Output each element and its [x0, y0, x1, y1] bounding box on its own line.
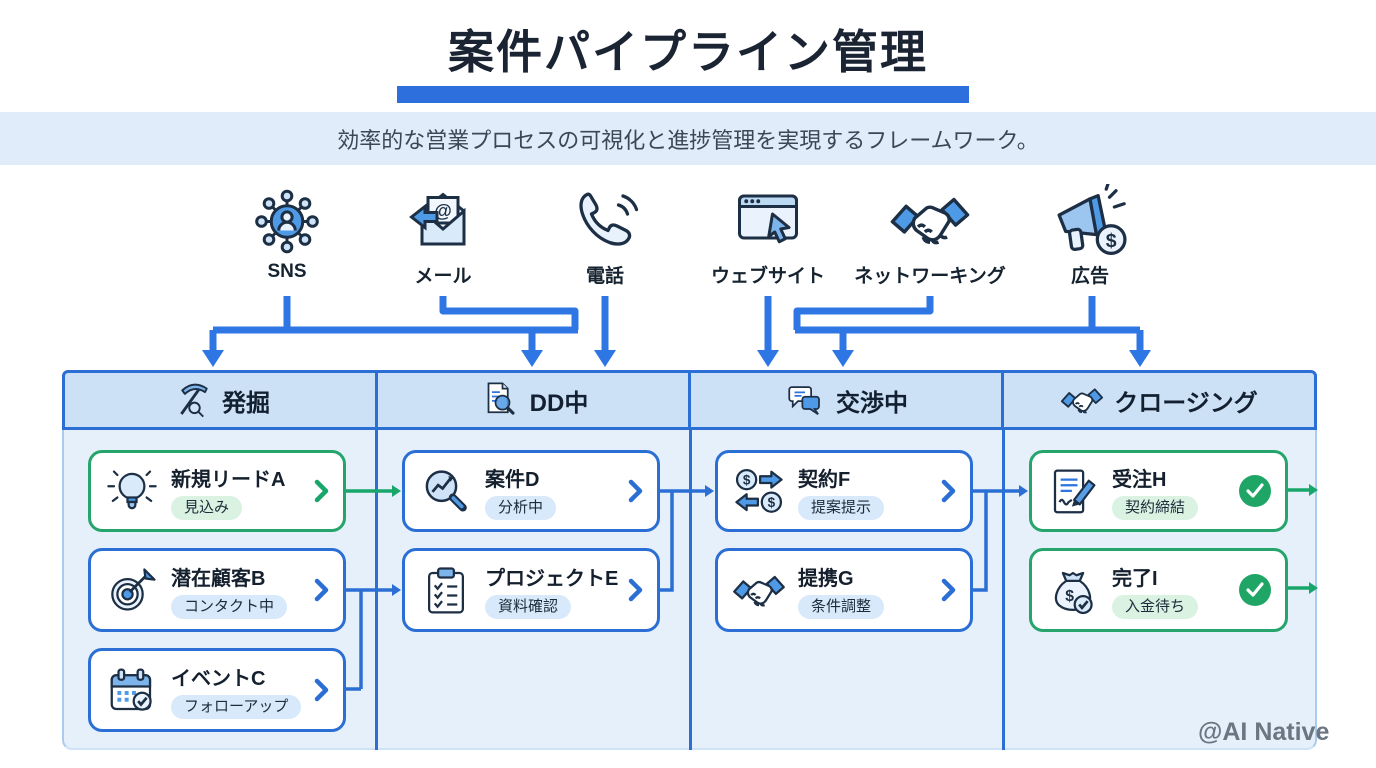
svg-text:@: @ [434, 201, 452, 221]
card-title: 契約F [798, 468, 851, 491]
pipeline-header-row: 発掘 DD中 交渉中 [62, 370, 1317, 430]
clipboard-checklist-icon [419, 564, 477, 616]
chevron-right-icon [314, 578, 329, 602]
card-status-badge: 分析中 [485, 495, 557, 520]
column-header-label: 発掘 [222, 389, 270, 417]
magnifier-chart-icon [419, 466, 477, 516]
column-header-dd: DD中 [378, 373, 691, 427]
card-status-badge: 条件調整 [798, 594, 885, 619]
channel-label: ネットワーキング [854, 266, 1006, 287]
title-underline [397, 86, 969, 103]
column-header-negotiating: 交渉中 [691, 373, 1004, 427]
chevron-right-icon [314, 479, 329, 503]
watermark: @AI Native [1198, 718, 1330, 746]
pickaxe-icon [180, 383, 208, 418]
card-status-badge: 資料確認 [485, 594, 572, 619]
pipeline-card-a: 新規リードA 見込み [88, 450, 346, 532]
channel-item-phone: 電話 [505, 184, 705, 288]
megaphone-icon: $ [1057, 184, 1127, 255]
chevron-right-icon [941, 578, 956, 602]
column-separator [375, 430, 378, 750]
svg-text:$: $ [743, 473, 751, 488]
column-header-closing: クロージング [1004, 373, 1314, 427]
card-title: 案件D [485, 468, 540, 491]
card-status-badge: 入金待ち [1112, 594, 1199, 619]
svg-text:$: $ [1106, 230, 1117, 252]
card-status-badge: 提案提示 [798, 495, 885, 520]
chevron-right-icon [941, 479, 956, 503]
column-separator [689, 430, 692, 750]
channel-label: メール [414, 266, 472, 287]
card-title: プロジェクトE [485, 567, 619, 590]
page-subtitle: 効率的な営業プロセスの可視化と進捗管理を実現するフレームワーク。 [337, 127, 1039, 153]
channel-item-mail: @ メール [343, 184, 543, 288]
calendar-check-icon [105, 664, 163, 716]
column-header-label: 交渉中 [836, 389, 908, 417]
card-status-badge: 契約締結 [1112, 495, 1199, 520]
card-title: 新規リードA [171, 468, 286, 491]
pipeline-card-g: 提携G 条件調整 [715, 548, 973, 632]
card-status-badge: 見込み [171, 495, 243, 520]
target-icon [105, 565, 163, 615]
mail-icon: @ [409, 192, 466, 246]
channel-item-ads: $ 広告 [990, 184, 1190, 288]
channel-item-sns: SNS [187, 184, 387, 283]
pipeline-card-b: 潜在顧客B コンタクト中 [88, 548, 346, 632]
handshake-icon [732, 568, 790, 613]
chevron-right-icon [628, 479, 643, 503]
pipeline-card-i: $ 完了I 入金待ち [1029, 548, 1288, 632]
page-title: 案件パイプライン管理 [448, 26, 928, 78]
channel-flow-arrows [209, 296, 1144, 351]
chat-bubbles-icon [788, 386, 820, 415]
website-icon [738, 194, 798, 244]
column-header-discovery: 発掘 [65, 373, 378, 427]
phone-icon [579, 192, 639, 246]
card-status-badge: コンタクト中 [171, 594, 288, 619]
contract-pen-icon [1046, 465, 1104, 517]
subtitle-band: 効率的な営業プロセスの可視化と進捗管理を実現するフレームワーク。 [0, 112, 1376, 165]
handshake-icon [890, 197, 970, 245]
card-title: 潜在顧客B [171, 567, 266, 590]
card-title: 提携G [798, 567, 854, 590]
lightbulb-icon [105, 466, 163, 516]
pipeline-card-c: イベントC フォローアップ [88, 648, 346, 732]
channel-label: SNS [267, 261, 307, 282]
column-header-label: DD中 [529, 389, 589, 417]
channel-label: 広告 [1070, 266, 1109, 287]
handshake-icon [1061, 388, 1104, 414]
svg-text:$: $ [1065, 588, 1074, 605]
card-title: イベントC [171, 667, 266, 690]
sns-network-icon [255, 189, 319, 254]
channel-flow-arrowheads [202, 350, 1151, 367]
check-icon [1239, 475, 1271, 507]
pipeline-card-f: $ $ 契約F 提案提示 [715, 450, 973, 532]
column-separator [1002, 430, 1005, 750]
pipeline-card-h: 受注H 契約締結 [1029, 450, 1288, 532]
channel-item-website: ウェブサイト [668, 184, 868, 288]
svg-text:$: $ [768, 495, 776, 510]
money-exchange-icon: $ $ [732, 465, 790, 517]
column-header-label: クロージング [1114, 389, 1258, 417]
pipeline-card-e: プロジェクトE 資料確認 [402, 548, 660, 632]
check-icon [1239, 574, 1271, 606]
channel-label: ウェブサイト [710, 266, 825, 287]
card-title: 受注H [1112, 468, 1167, 491]
document-magnifier-icon [487, 382, 515, 415]
chevron-right-icon [628, 578, 643, 602]
card-title: 完了I [1112, 567, 1158, 590]
pipeline-card-d: 案件D 分析中 [402, 450, 660, 532]
card-status-badge: フォローアップ [171, 694, 302, 719]
chevron-right-icon [314, 678, 329, 702]
money-bag-icon: $ [1046, 564, 1104, 616]
channel-item-networking: ネットワーキング [830, 184, 1030, 288]
channel-label: 電話 [585, 266, 624, 287]
